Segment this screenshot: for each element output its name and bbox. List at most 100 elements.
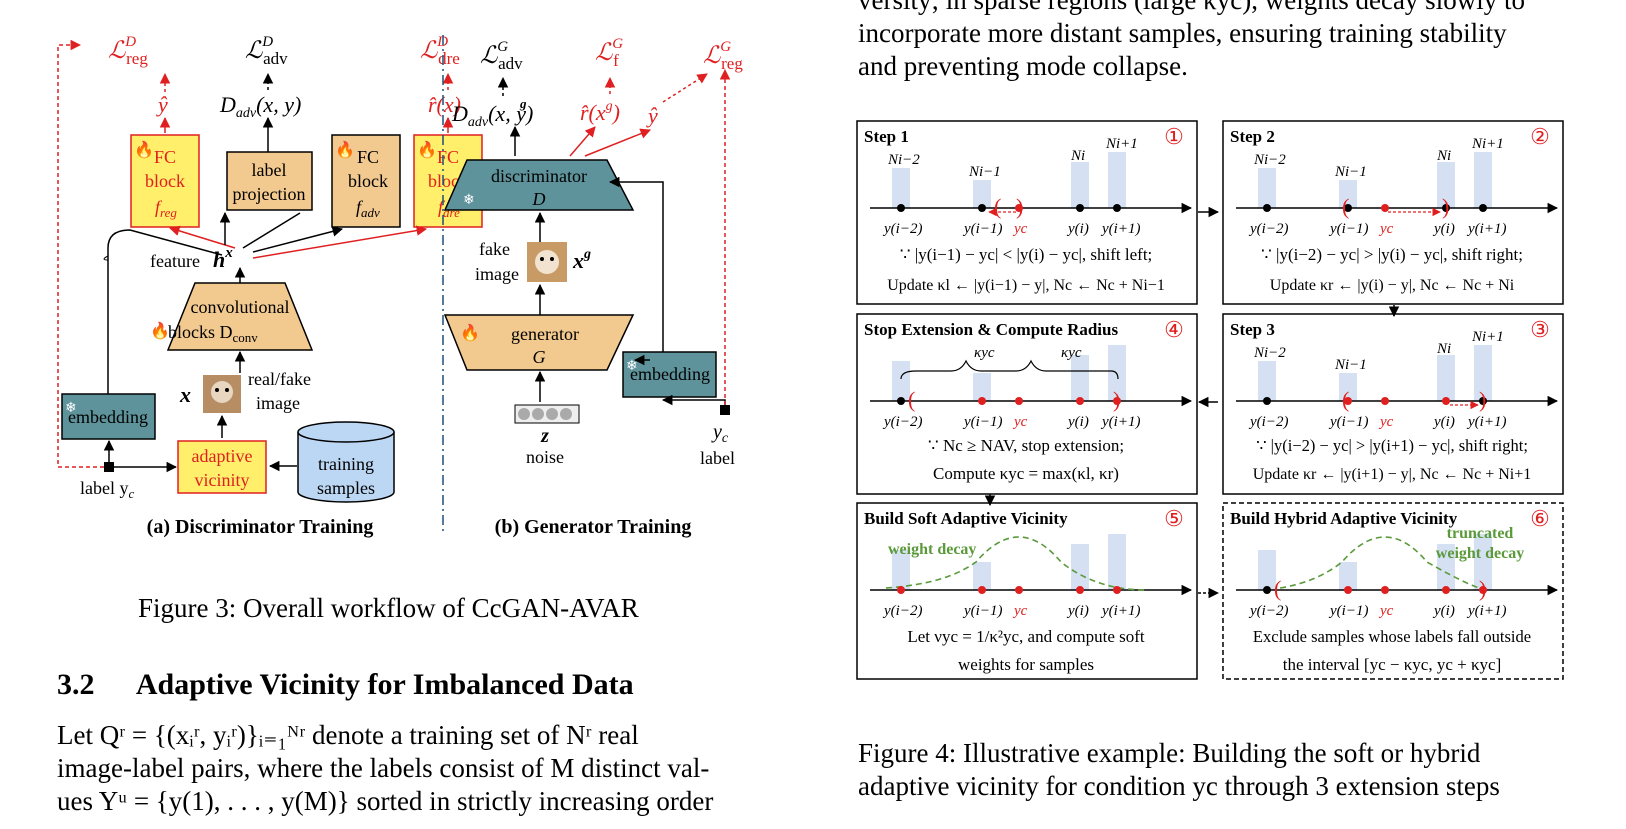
- svg-text:Ni: Ni: [1436, 148, 1451, 164]
- svg-text:④: ④: [1164, 317, 1184, 342]
- svg-text:Build Soft Adaptive Vicinity: Build Soft Adaptive Vicinity: [864, 509, 1068, 528]
- step-3-panel: Step 3 ③ Ni−2 Ni−1 Ni Ni+1 ( ) y(i−2) y(…: [1222, 313, 1564, 495]
- svg-text:y(i−1): y(i−1): [1328, 414, 1368, 430]
- svg-text:adaptive: adaptive: [192, 446, 253, 466]
- figure-4-caption-line2: adaptive vicinity for condition yc throu…: [858, 771, 1500, 801]
- svg-text:Compute κyc = max(κl, κr): Compute κyc = max(κl, κr): [933, 464, 1119, 483]
- svg-text:Update κl ← |y(i−1) − y|, Nc ←: Update κl ← |y(i−1) − y|, Nc ← Nc + Ni−1: [887, 277, 1165, 294]
- svg-text:weight decay: weight decay: [1436, 545, 1524, 562]
- svg-text:projection: projection: [233, 184, 306, 204]
- svg-text:): ): [1442, 194, 1449, 219]
- r-hat-a: r̂(x): [428, 92, 461, 117]
- step-6-panel: Build Hybrid Adaptive Vicinity ⑥ truncat…: [1222, 502, 1564, 680]
- top-paragraph: versity; in sparse regions (large κyc), …: [858, 0, 1525, 83]
- svg-text:Update κr ← |y(i+1) − y|, Nc ←: Update κr ← |y(i+1) − y|, Nc ← Nc + Ni+1: [1253, 466, 1532, 483]
- svg-text:Step 2: Step 2: [1230, 127, 1275, 146]
- svg-text:embedding: embedding: [68, 407, 148, 427]
- top-paragraph-line1: versity; in sparse regions (large κyc), …: [858, 0, 1525, 15]
- svg-text:Ni−1: Ni−1: [1334, 357, 1367, 373]
- svg-text:y(i+1): y(i+1): [1100, 414, 1140, 430]
- svg-text:y(i+1): y(i+1): [1100, 603, 1140, 619]
- svg-text:🔥: 🔥: [417, 140, 437, 159]
- svg-text:κyc: κyc: [1061, 345, 1082, 361]
- panel-a-title: (a) Discriminator Training: [147, 516, 374, 538]
- loss-dre-d: ℒDdre: [420, 34, 460, 68]
- svg-text:❄: ❄: [463, 193, 475, 208]
- svg-text:Ni+1: Ni+1: [1105, 136, 1138, 152]
- panel-b-title: (b) Generator Training: [495, 516, 692, 538]
- svg-text:y(i+1): y(i+1): [1466, 414, 1506, 430]
- top-paragraph-line2: incorporate more distant samples, ensuri…: [858, 18, 1507, 48]
- svg-text:weight decay: weight decay: [888, 541, 976, 558]
- section-title: Adaptive Vicinity for Imbalanced Data: [135, 668, 634, 701]
- figure-4-caption-line1: Figure 4: Illustrative example: Building…: [858, 738, 1481, 768]
- svg-text:truncated: truncated: [1447, 525, 1514, 542]
- svg-text:FC: FC: [357, 147, 379, 167]
- fc-block-adv: [331, 134, 401, 228]
- svg-text:): ): [1016, 194, 1023, 219]
- figure-3-caption: Figure 3: Overall workflow of CcGAN-AVAR: [138, 593, 639, 623]
- svg-text:Build Hybrid Adaptive Vicinity: Build Hybrid Adaptive Vicinity: [1230, 509, 1458, 528]
- svg-text:(: (: [1342, 387, 1349, 412]
- svg-text:y(i−2): y(i−2): [882, 221, 922, 237]
- svg-text:training: training: [318, 454, 374, 474]
- svg-text:the interval [yc − κyc, yc + κ: the interval [yc − κyc, yc + κyc]: [1283, 655, 1502, 674]
- svg-text:κyc: κyc: [974, 345, 995, 361]
- bottom-paragraph-line1: Let Qʳ = {(xᵢʳ, yᵢʳ)}ᵢ₌₁ᴺʳ denote a trai…: [57, 720, 639, 750]
- svg-text:Ni−2: Ni−2: [1253, 152, 1286, 168]
- svg-text:y(i−1): y(i−1): [962, 603, 1002, 619]
- section-number: 3.2: [57, 668, 95, 701]
- step-5-panel: Build Soft Adaptive Vicinity ⑤ weight de…: [856, 502, 1198, 680]
- y-hat-a: ŷ: [156, 92, 168, 117]
- discriminator-block: [443, 159, 635, 211]
- svg-text:): ): [1113, 387, 1120, 412]
- svg-text:y(i−2): y(i−2): [1248, 221, 1288, 237]
- svg-text:🔥: 🔥: [460, 323, 480, 342]
- svg-text:Ni: Ni: [1436, 341, 1451, 357]
- svg-text:y(i): y(i): [1066, 221, 1089, 237]
- svg-text:Step 3: Step 3: [1230, 320, 1275, 339]
- label-projection-block: [226, 151, 313, 211]
- svg-text:convolutional: convolutional: [191, 297, 290, 317]
- svg-text:🔥: 🔥: [335, 140, 355, 159]
- xg-sup-marker: g: [519, 96, 527, 111]
- svg-text:FC: FC: [437, 147, 459, 167]
- svg-text:(: (: [1274, 576, 1281, 601]
- svg-text:image: image: [475, 264, 519, 284]
- d-adv-b: Dadv(x, y): [451, 101, 533, 130]
- svg-text:y(i): y(i): [1432, 414, 1455, 430]
- svg-text:block: block: [348, 171, 388, 191]
- svg-text:y(i−2): y(i−2): [1248, 603, 1288, 619]
- svg-text:Ni−2: Ni−2: [887, 152, 920, 168]
- svg-text:y(i): y(i): [1066, 414, 1089, 430]
- svg-text:block: block: [145, 171, 185, 191]
- svg-text:generator: generator: [511, 324, 579, 344]
- adaptive-vicinity-block: [177, 440, 267, 494]
- svg-text:D: D: [532, 189, 546, 209]
- svg-text:label: label: [700, 448, 735, 468]
- svg-text:①: ①: [1164, 124, 1184, 149]
- svg-text:label: label: [252, 160, 287, 180]
- fc-block-reg: [130, 134, 200, 228]
- svg-text:fadv: fadv: [356, 197, 380, 220]
- training-samples-db: training samples: [297, 421, 395, 503]
- svg-text:②: ②: [1530, 124, 1550, 149]
- svg-text:Exclude samples whose labels f: Exclude samples whose labels fall outsid…: [1253, 627, 1531, 646]
- svg-text:samples: samples: [317, 478, 375, 498]
- svg-text:blocks Dconv: blocks Dconv: [168, 322, 258, 345]
- svg-text:fake: fake: [479, 239, 510, 259]
- label-yc-a: label yc: [80, 478, 134, 501]
- svg-text:yc: yc: [1012, 414, 1028, 430]
- svg-text:): ): [1479, 576, 1486, 601]
- svg-text:yc: yc: [1012, 603, 1028, 619]
- svg-text:FC: FC: [154, 147, 176, 167]
- svg-text:y(i−2): y(i−2): [882, 603, 922, 619]
- r-hat-b: r̂(xg): [580, 99, 620, 125]
- figure-4-caption: Figure 4: Illustrative example: Building…: [858, 737, 1500, 803]
- top-paragraph-line3: and preventing mode collapse.: [858, 51, 1188, 81]
- svg-text:Update κr ← |y(i) − y|, Nc ←: Update κr ← |y(i) − y|, Nc ← Nc + Ni: [1270, 277, 1515, 294]
- section-heading: 3.2 Adaptive Vicinity for Imbalanced Dat…: [57, 668, 634, 702]
